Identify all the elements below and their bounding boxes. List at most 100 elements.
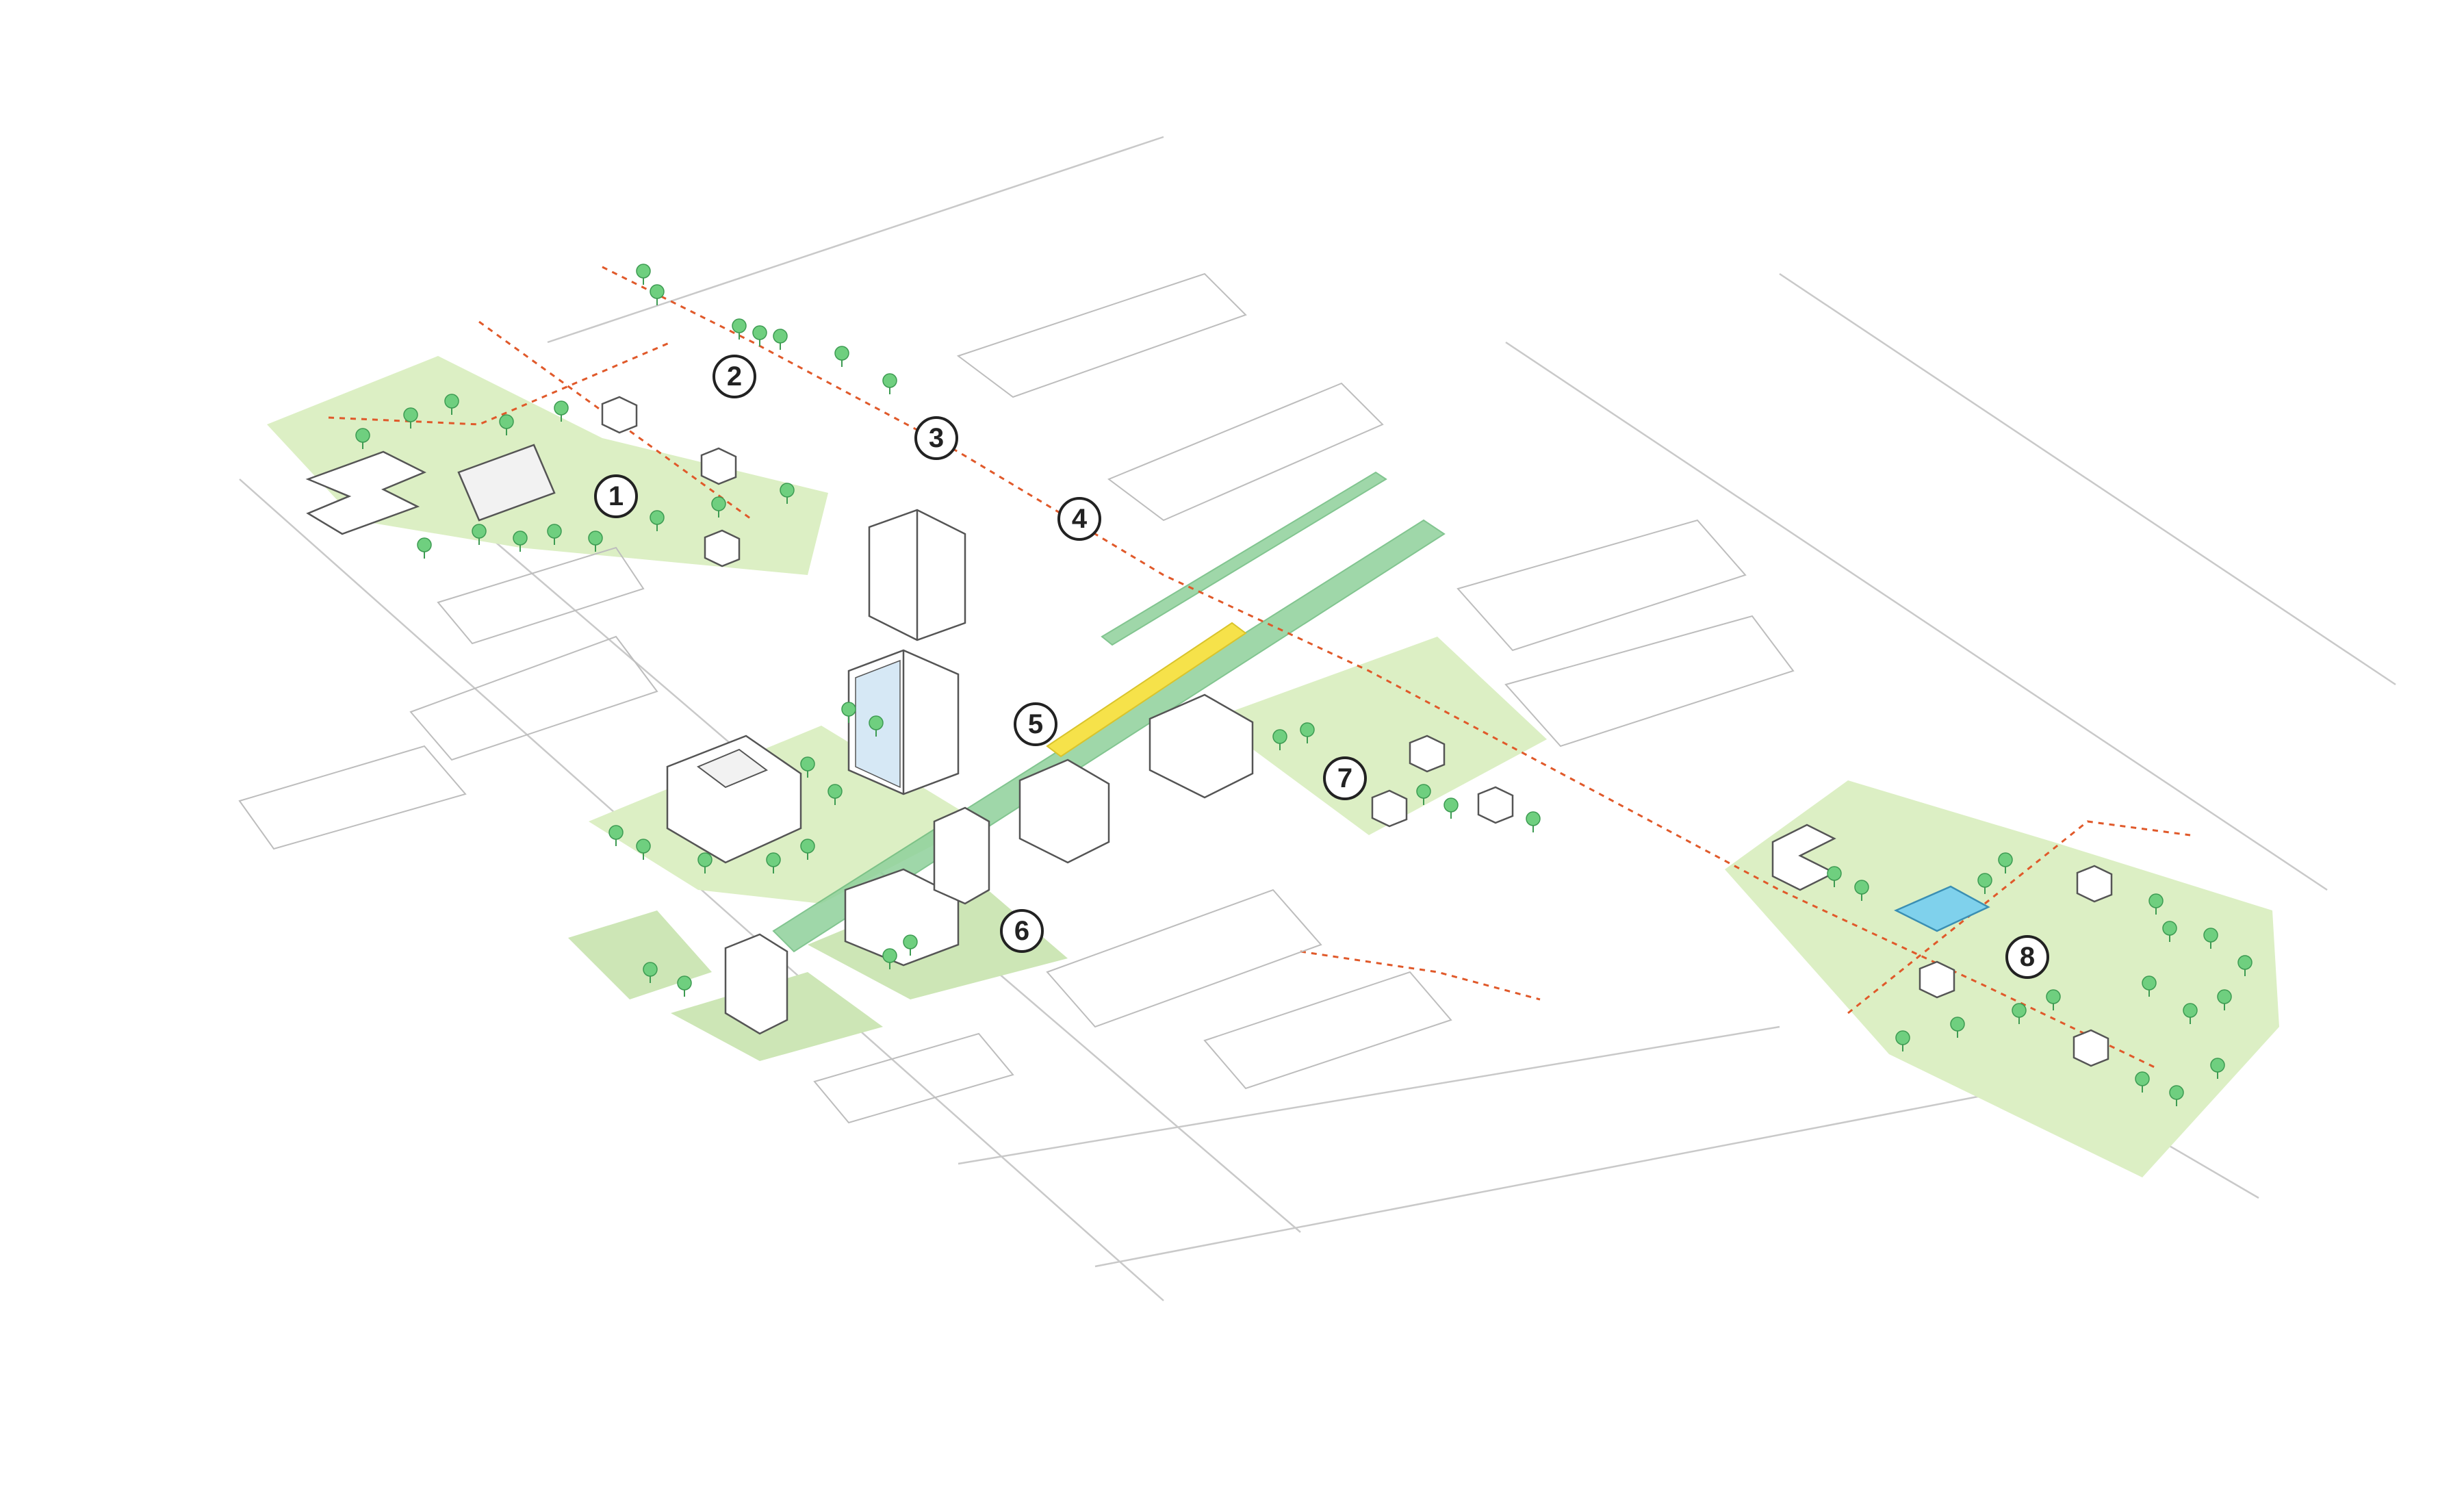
tree bbox=[643, 962, 658, 983]
slim-tower bbox=[933, 806, 990, 905]
tree bbox=[355, 428, 370, 449]
tree bbox=[2148, 893, 2164, 915]
tree bbox=[650, 510, 665, 531]
marker-6[interactable]: 6 bbox=[1000, 909, 1044, 953]
tree bbox=[841, 702, 856, 723]
tree bbox=[1443, 797, 1459, 819]
tree bbox=[869, 715, 884, 737]
highrise-building-south bbox=[724, 933, 788, 1035]
tree bbox=[882, 373, 897, 394]
buildings bbox=[305, 396, 2113, 1067]
tree bbox=[472, 524, 487, 545]
marker-1[interactable]: 1 bbox=[594, 474, 638, 518]
green-corridor-north bbox=[1101, 471, 1387, 646]
route-south bbox=[1300, 950, 1541, 1001]
marker-1-label: 1 bbox=[608, 481, 624, 511]
tree bbox=[444, 394, 459, 415]
tree bbox=[711, 496, 726, 518]
tree bbox=[903, 934, 918, 956]
tree bbox=[882, 948, 897, 969]
route-north-main bbox=[602, 266, 2157, 1069]
tree bbox=[2135, 1071, 2150, 1093]
tree bbox=[2142, 975, 2157, 997]
park-area-plaza bbox=[1211, 637, 1547, 835]
tree bbox=[1300, 722, 1315, 743]
marker-8[interactable]: 8 bbox=[2005, 935, 2049, 979]
tree bbox=[417, 537, 432, 559]
tree bbox=[773, 329, 788, 350]
marker-6-label: 6 bbox=[1014, 916, 1029, 946]
midrise-building-south bbox=[844, 868, 960, 967]
residential-blocks bbox=[238, 272, 1795, 1124]
tree bbox=[2162, 921, 2177, 942]
tree bbox=[2169, 1085, 2184, 1106]
tree bbox=[752, 325, 767, 346]
marker-7[interactable]: 7 bbox=[1323, 756, 1367, 800]
tree bbox=[1272, 729, 1287, 750]
tree bbox=[1526, 811, 1541, 832]
tree bbox=[697, 852, 713, 873]
tree bbox=[2046, 989, 2061, 1010]
tree bbox=[1895, 1030, 1910, 1051]
route-east bbox=[1847, 820, 2191, 1014]
marker-2[interactable]: 2 bbox=[713, 355, 756, 398]
transit-station-building bbox=[1018, 758, 1110, 864]
park-area-southwest bbox=[568, 910, 712, 999]
marker-3-label: 3 bbox=[929, 423, 944, 453]
tree bbox=[1977, 873, 1992, 894]
transit-lane bbox=[1046, 622, 1247, 758]
tree bbox=[800, 756, 815, 778]
marker-5-label: 5 bbox=[1028, 709, 1043, 739]
marker-3[interactable]: 3 bbox=[914, 416, 958, 460]
tree bbox=[636, 839, 651, 860]
tree bbox=[1950, 1017, 1965, 1038]
school-building-west bbox=[305, 450, 427, 535]
tree bbox=[1416, 784, 1431, 805]
marker-8-label: 8 bbox=[2020, 942, 2035, 972]
library-building bbox=[457, 444, 556, 522]
swimming-pool bbox=[1894, 885, 1990, 932]
residential-tower-north bbox=[868, 509, 966, 641]
tree bbox=[554, 400, 569, 422]
tree bbox=[547, 524, 562, 545]
trees bbox=[355, 264, 2253, 1106]
tree bbox=[499, 414, 514, 435]
tree bbox=[732, 318, 747, 340]
tree bbox=[2217, 989, 2232, 1010]
tree bbox=[636, 264, 651, 285]
tree bbox=[766, 852, 781, 873]
park-areas bbox=[267, 356, 2279, 1177]
tree bbox=[827, 784, 843, 805]
tree bbox=[2203, 928, 2218, 949]
numbered-markers: 1 2 3 4 5 6 7 8 bbox=[594, 355, 2049, 979]
route-west bbox=[328, 341, 671, 426]
marker-4-label: 4 bbox=[1072, 504, 1088, 534]
marker-7-label: 7 bbox=[1337, 763, 1352, 793]
tree bbox=[2210, 1058, 2225, 1079]
tree bbox=[2012, 1003, 2027, 1024]
tree bbox=[513, 531, 528, 552]
tree bbox=[1998, 852, 2013, 873]
residential-tower-central bbox=[847, 649, 960, 795]
tree bbox=[608, 825, 624, 846]
tree bbox=[780, 483, 795, 504]
tree bbox=[403, 407, 418, 429]
courtyard-building bbox=[666, 735, 802, 864]
school-building-east bbox=[1771, 824, 1836, 891]
marker-2-label: 2 bbox=[727, 361, 742, 392]
tree bbox=[1854, 880, 1869, 901]
marker-4[interactable]: 4 bbox=[1057, 497, 1101, 541]
tree bbox=[588, 531, 603, 552]
marker-5[interactable]: 5 bbox=[1014, 702, 1057, 746]
tree bbox=[677, 975, 692, 997]
tree bbox=[650, 284, 665, 305]
tree bbox=[834, 346, 849, 367]
tree bbox=[1827, 866, 1842, 887]
tree bbox=[2183, 1003, 2198, 1024]
background-street-grid bbox=[239, 136, 2396, 1301]
tree bbox=[800, 839, 815, 860]
small-apartment-blocks bbox=[601, 396, 2113, 1067]
community-building bbox=[1148, 693, 1254, 799]
tree bbox=[2237, 955, 2253, 976]
